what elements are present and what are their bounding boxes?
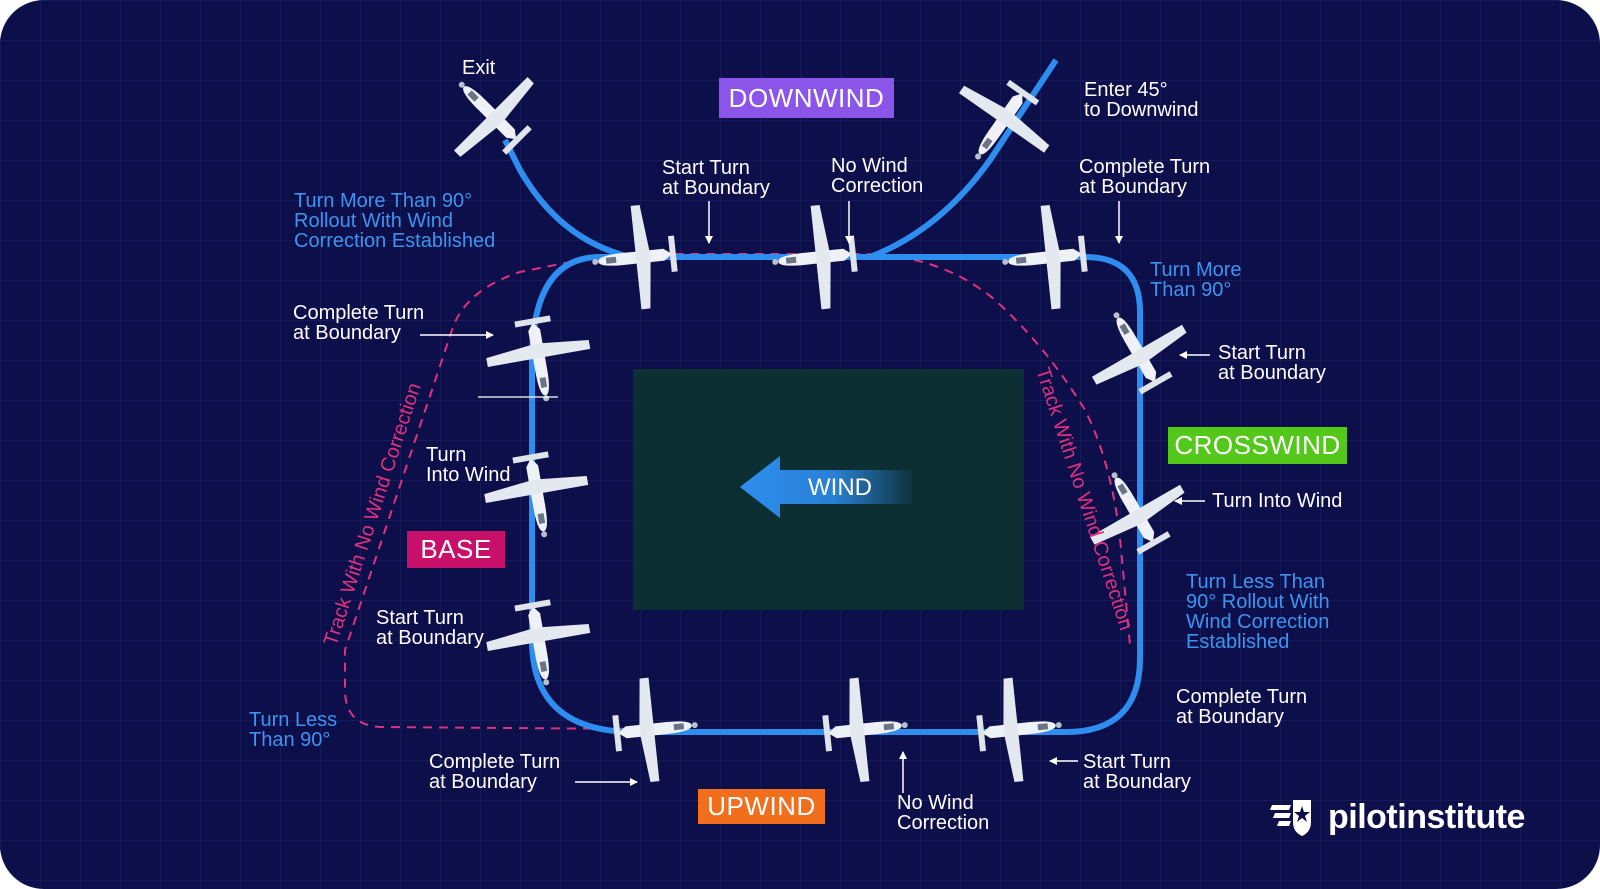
downwind-badge: DOWNWIND [719,78,894,118]
crosswind-start-turn-label: Start Turn at Boundary [1218,342,1326,384]
downwind-start-turn-label: Start Turn at Boundary [662,157,770,199]
upwind-start-turn-label: Start Turn at Boundary [1083,751,1191,793]
base-badge: BASE [407,531,505,568]
base-complete-turn-label: Complete Turn at Boundary [293,302,425,344]
winged-star-shield-icon [1270,800,1311,836]
crosswind-turn-into-wind-label: Turn Into Wind [1212,490,1343,512]
turn-more-rollout-label: Turn More Than 90° Rollout With Wind Cor… [294,190,496,252]
crosswind-badge: CROSSWIND [1168,427,1347,464]
downwind-no-correction-label: No Wind Correction [831,155,924,197]
base-start-turn-label: Start Turn at Boundary [376,607,484,649]
pointer-arrows [420,201,1210,793]
crosswind-complete-turn-label: Complete Turn at Boundary [1176,686,1308,728]
downwind-complete-turn-label: Complete Turn at Boundary [1079,156,1211,198]
no-wind-correction-track [344,253,1131,730]
upwind-badge: UPWIND [698,789,825,824]
wind-arrow [740,456,912,518]
base-turn-into-wind-label: Turn Into Wind [426,444,511,486]
turn-less-rollout-label: Turn Less Than 90° Rollout With Wind Cor… [1186,571,1330,653]
upwind-complete-turn-label: Complete Turn at Boundary [429,751,561,793]
wind-label: WIND [808,474,872,501]
enter-downwind-label: Enter 45° to Downwind [1084,79,1199,121]
brand-logo: pilotinstitute [1328,798,1525,836]
turn-more-right-label: Turn More Than 90° [1150,259,1242,301]
exit-track [502,138,631,260]
entry-track [868,58,1059,260]
exit-label: Exit [462,57,496,79]
upwind-no-correction-label: No Wind Correction [897,792,990,834]
turn-less-left-label: Turn Less Than 90° [249,709,338,751]
